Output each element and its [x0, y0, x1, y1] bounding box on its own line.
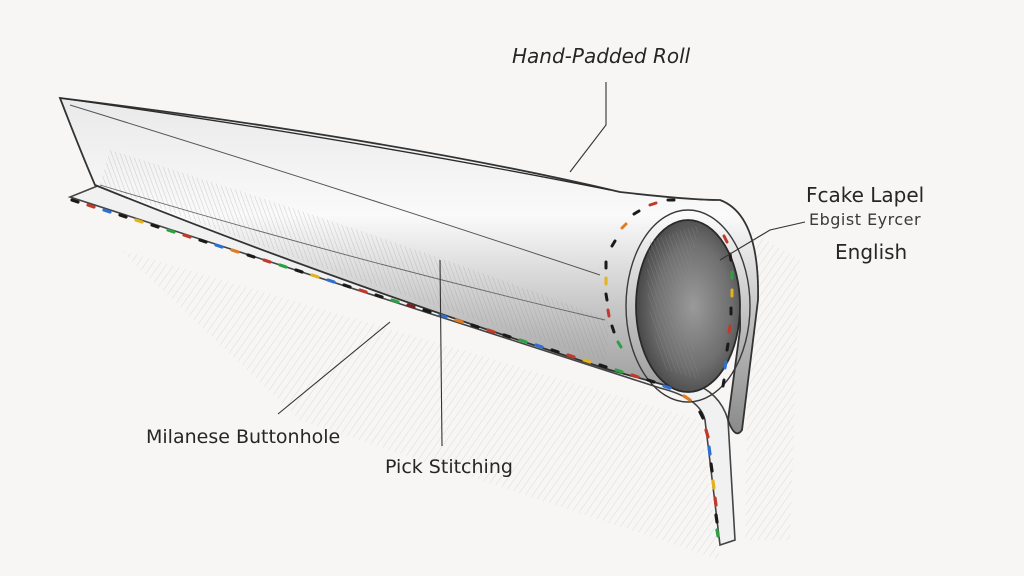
leader-fake-lapel	[719, 221, 806, 261]
right-shadow-hatching	[745, 230, 800, 540]
roll-inner-crease	[69, 104, 601, 276]
label-english: English	[835, 240, 908, 264]
label-fake-lapel: Fcake Lapel	[806, 183, 925, 207]
label-pick-stitching: Pick Stitching	[385, 456, 513, 478]
label-hand-padded-roll: Hand-Padded Roll	[512, 44, 691, 68]
leader-hand-padded-roll	[569, 82, 607, 173]
pick-stitching-curl	[604, 198, 734, 388]
pick-stitching-lower-edge	[70, 198, 720, 538]
curl-hatching	[647, 225, 700, 380]
roll-shading	[100, 150, 610, 360]
roll-mid-crease	[99, 184, 606, 321]
label-milanese-buttonhole: Milanese Buttonhole	[146, 426, 341, 448]
curl-rim	[625, 209, 751, 403]
roll-top-line	[59, 97, 611, 191]
cast-shadow-hatching	[120, 250, 720, 560]
leader-pick-stitching	[439, 259, 443, 447]
label-scribble: Ebgist Eyrcer	[809, 210, 922, 229]
leader-milanese-buttonhole	[277, 321, 391, 415]
